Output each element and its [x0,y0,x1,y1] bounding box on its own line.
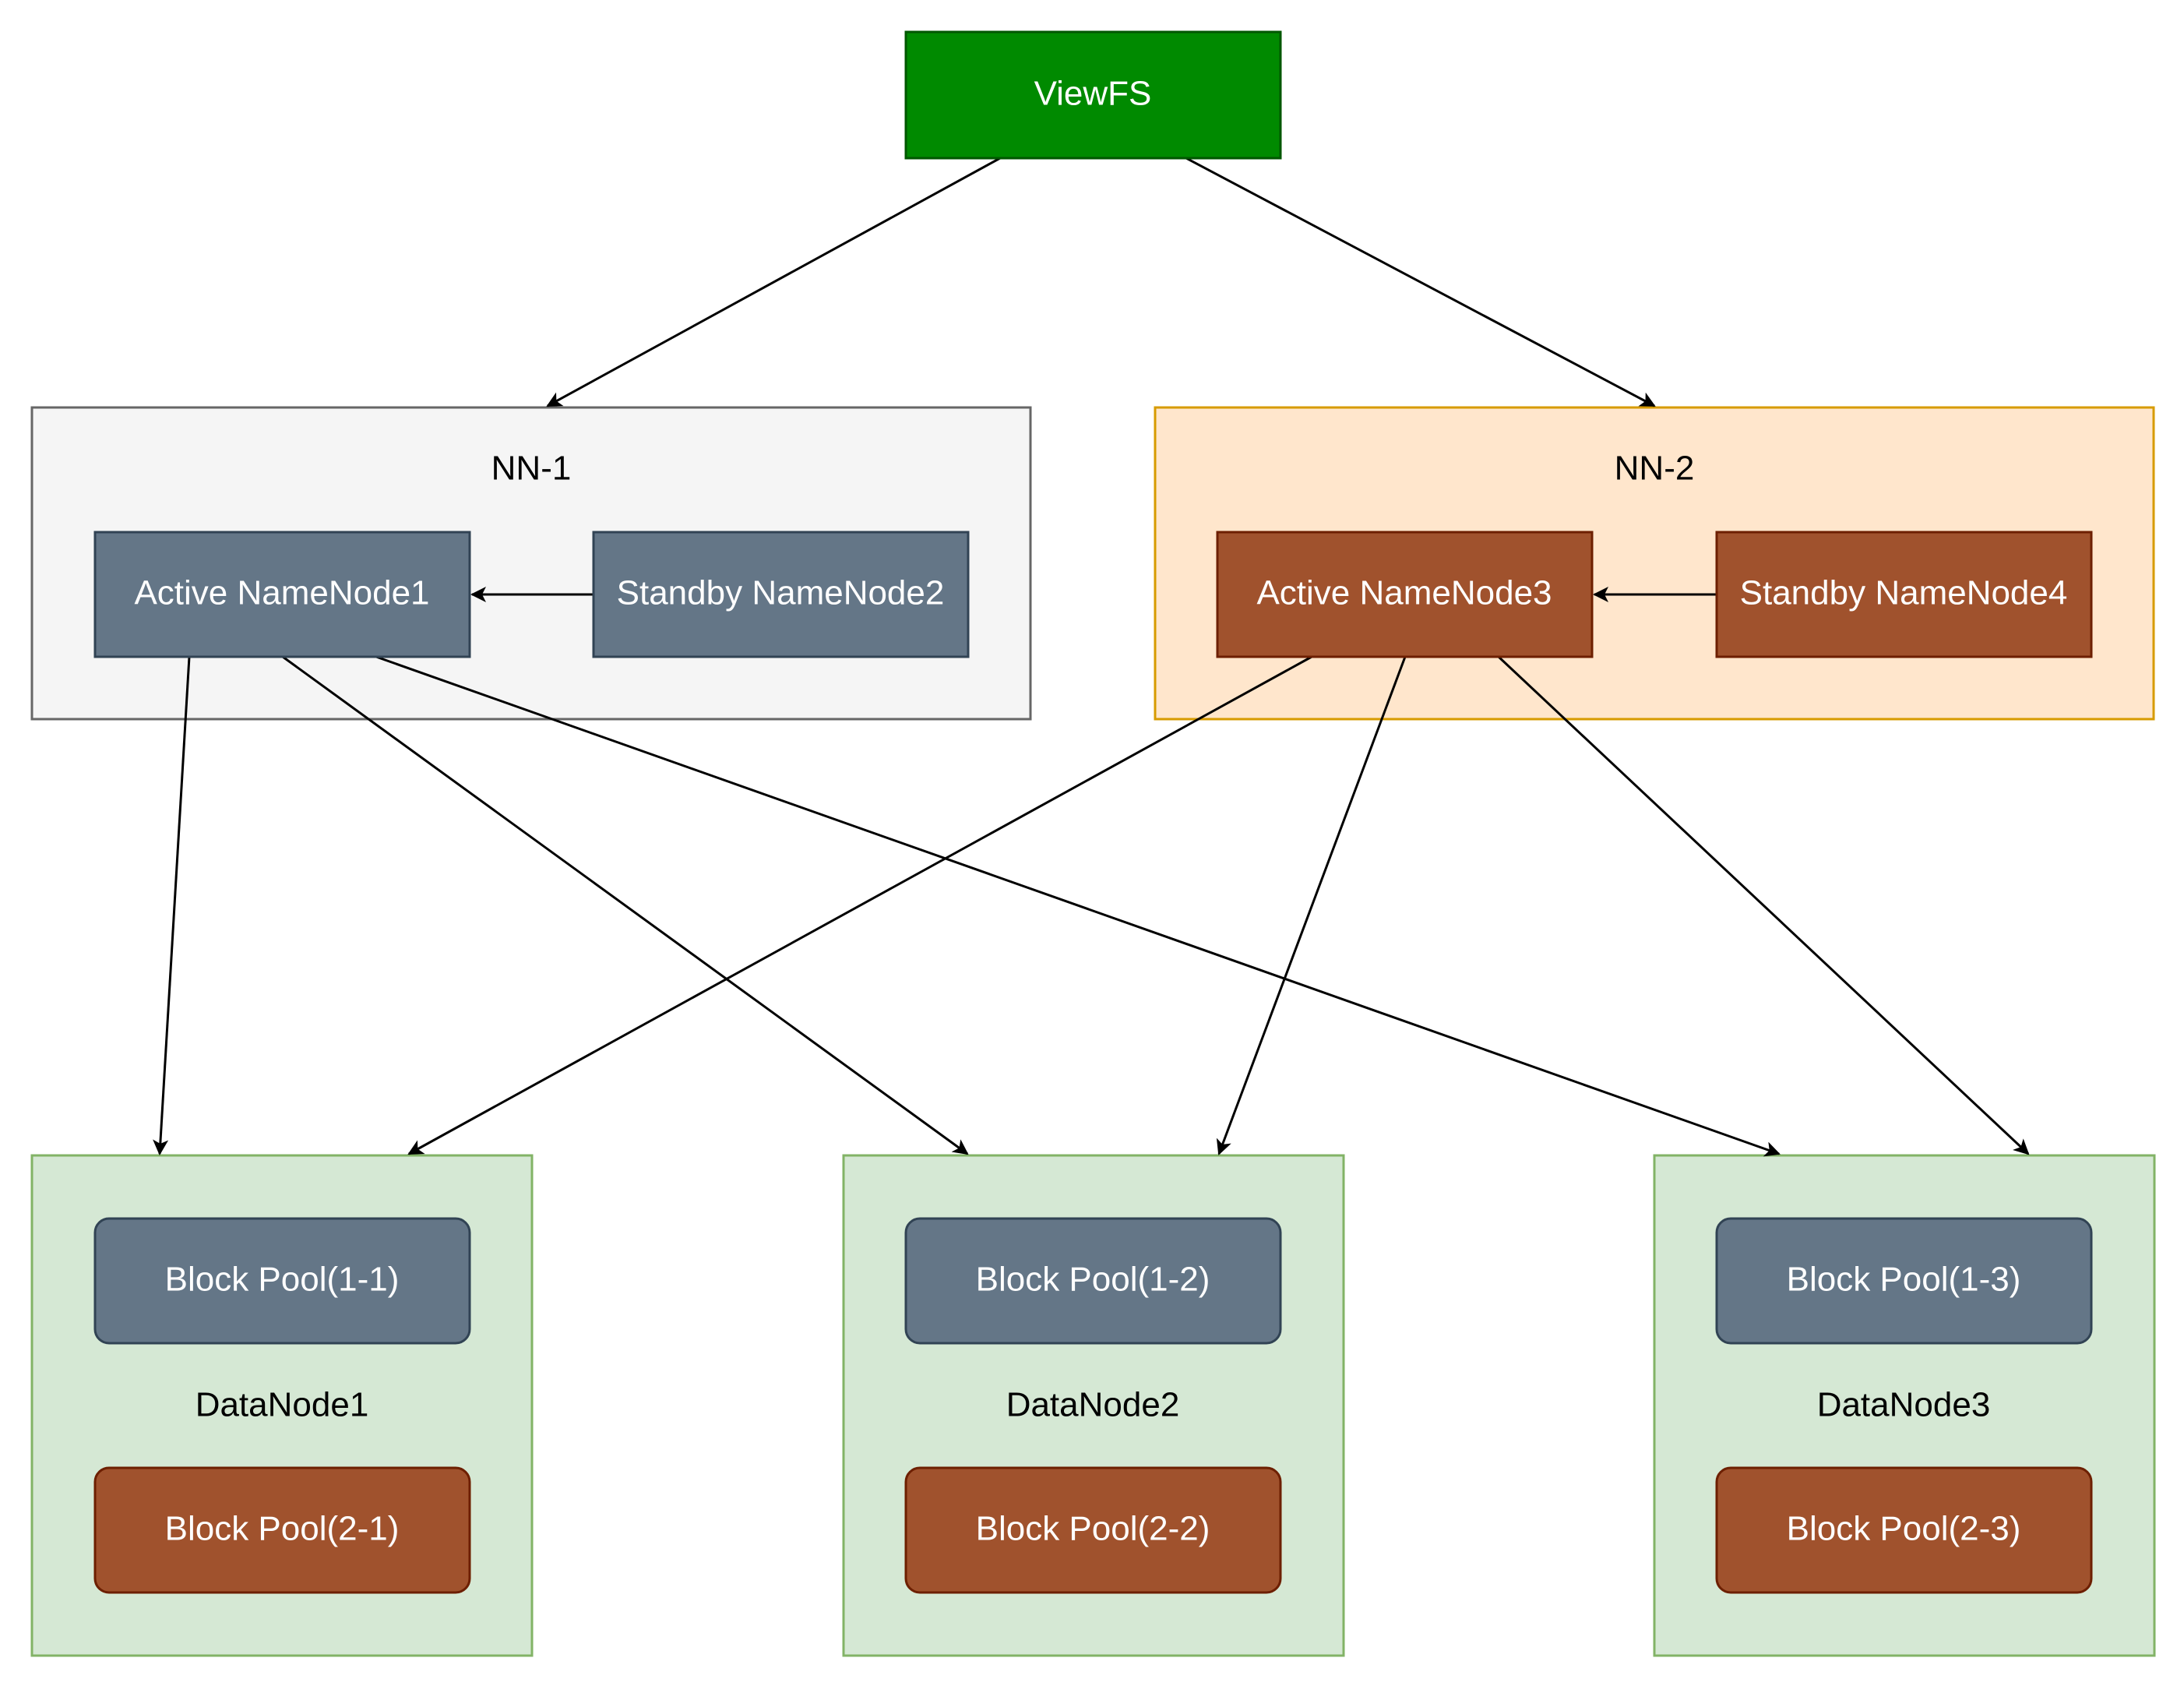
block-pool-1-1[interactable]: Block Pool(1-1) [93,1217,471,1345]
edge-active1-to-datanode2 [282,655,969,1155]
block-pool-2-3[interactable]: Block Pool(2-3) [1715,1466,2093,1594]
datanode1-label: DataNode1 [196,1386,369,1424]
standby-namenode4[interactable]: Standby NameNode4 [1715,531,2093,658]
standby-namenode2-label: Standby NameNode2 [617,574,945,612]
standby-namenode4-label: Standby NameNode4 [1740,574,2068,612]
edges [153,157,2030,1157]
datanode3-label: DataNode3 [1817,1386,1991,1424]
block-pool-2-3-label: Block Pool(2-3) [1787,1510,2021,1548]
nn1-label: NN-1 [491,450,572,488]
edge-viewfs-to-nn2 [1185,157,1656,407]
edge-active1-to-datanode3 [375,655,1781,1157]
standby-namenode2[interactable]: Standby NameNode2 [592,531,970,658]
block-pool-1-2[interactable]: Block Pool(1-2) [904,1217,1282,1345]
viewfs-node[interactable]: ViewFS [904,30,1282,160]
block-pool-1-3-label: Block Pool(1-3) [1787,1261,2021,1299]
active-namenode1[interactable]: Active NameNode1 [93,531,471,658]
active-namenode1-label: Active NameNode1 [134,574,429,612]
active-namenode3[interactable]: Active NameNode3 [1216,531,1594,658]
block-pool-2-2[interactable]: Block Pool(2-2) [904,1466,1282,1594]
block-pool-1-2-label: Block Pool(1-2) [976,1261,1210,1299]
edge-active3-to-datanode3 [1497,655,2030,1155]
edge-active3-to-datanode1 [407,655,1312,1155]
nn2-label: NN-2 [1615,450,1695,488]
datanode2-label: DataNode2 [1006,1386,1180,1424]
edge-active3-to-datanode2 [1216,656,1407,1155]
block-pool-2-1[interactable]: Block Pool(2-1) [93,1466,471,1594]
active-namenode3-label: Active NameNode3 [1256,574,1552,612]
edge-active1-to-datanode1 [153,656,191,1155]
block-pool-2-1-label: Block Pool(2-1) [165,1510,400,1548]
block-pool-1-1-label: Block Pool(1-1) [165,1261,400,1299]
block-pool-2-2-label: Block Pool(2-2) [976,1510,1210,1548]
block-pool-1-3[interactable]: Block Pool(1-3) [1715,1217,2093,1345]
edge-viewfs-to-nn1 [546,157,1001,407]
viewfs-label: ViewFS [1034,75,1152,113]
